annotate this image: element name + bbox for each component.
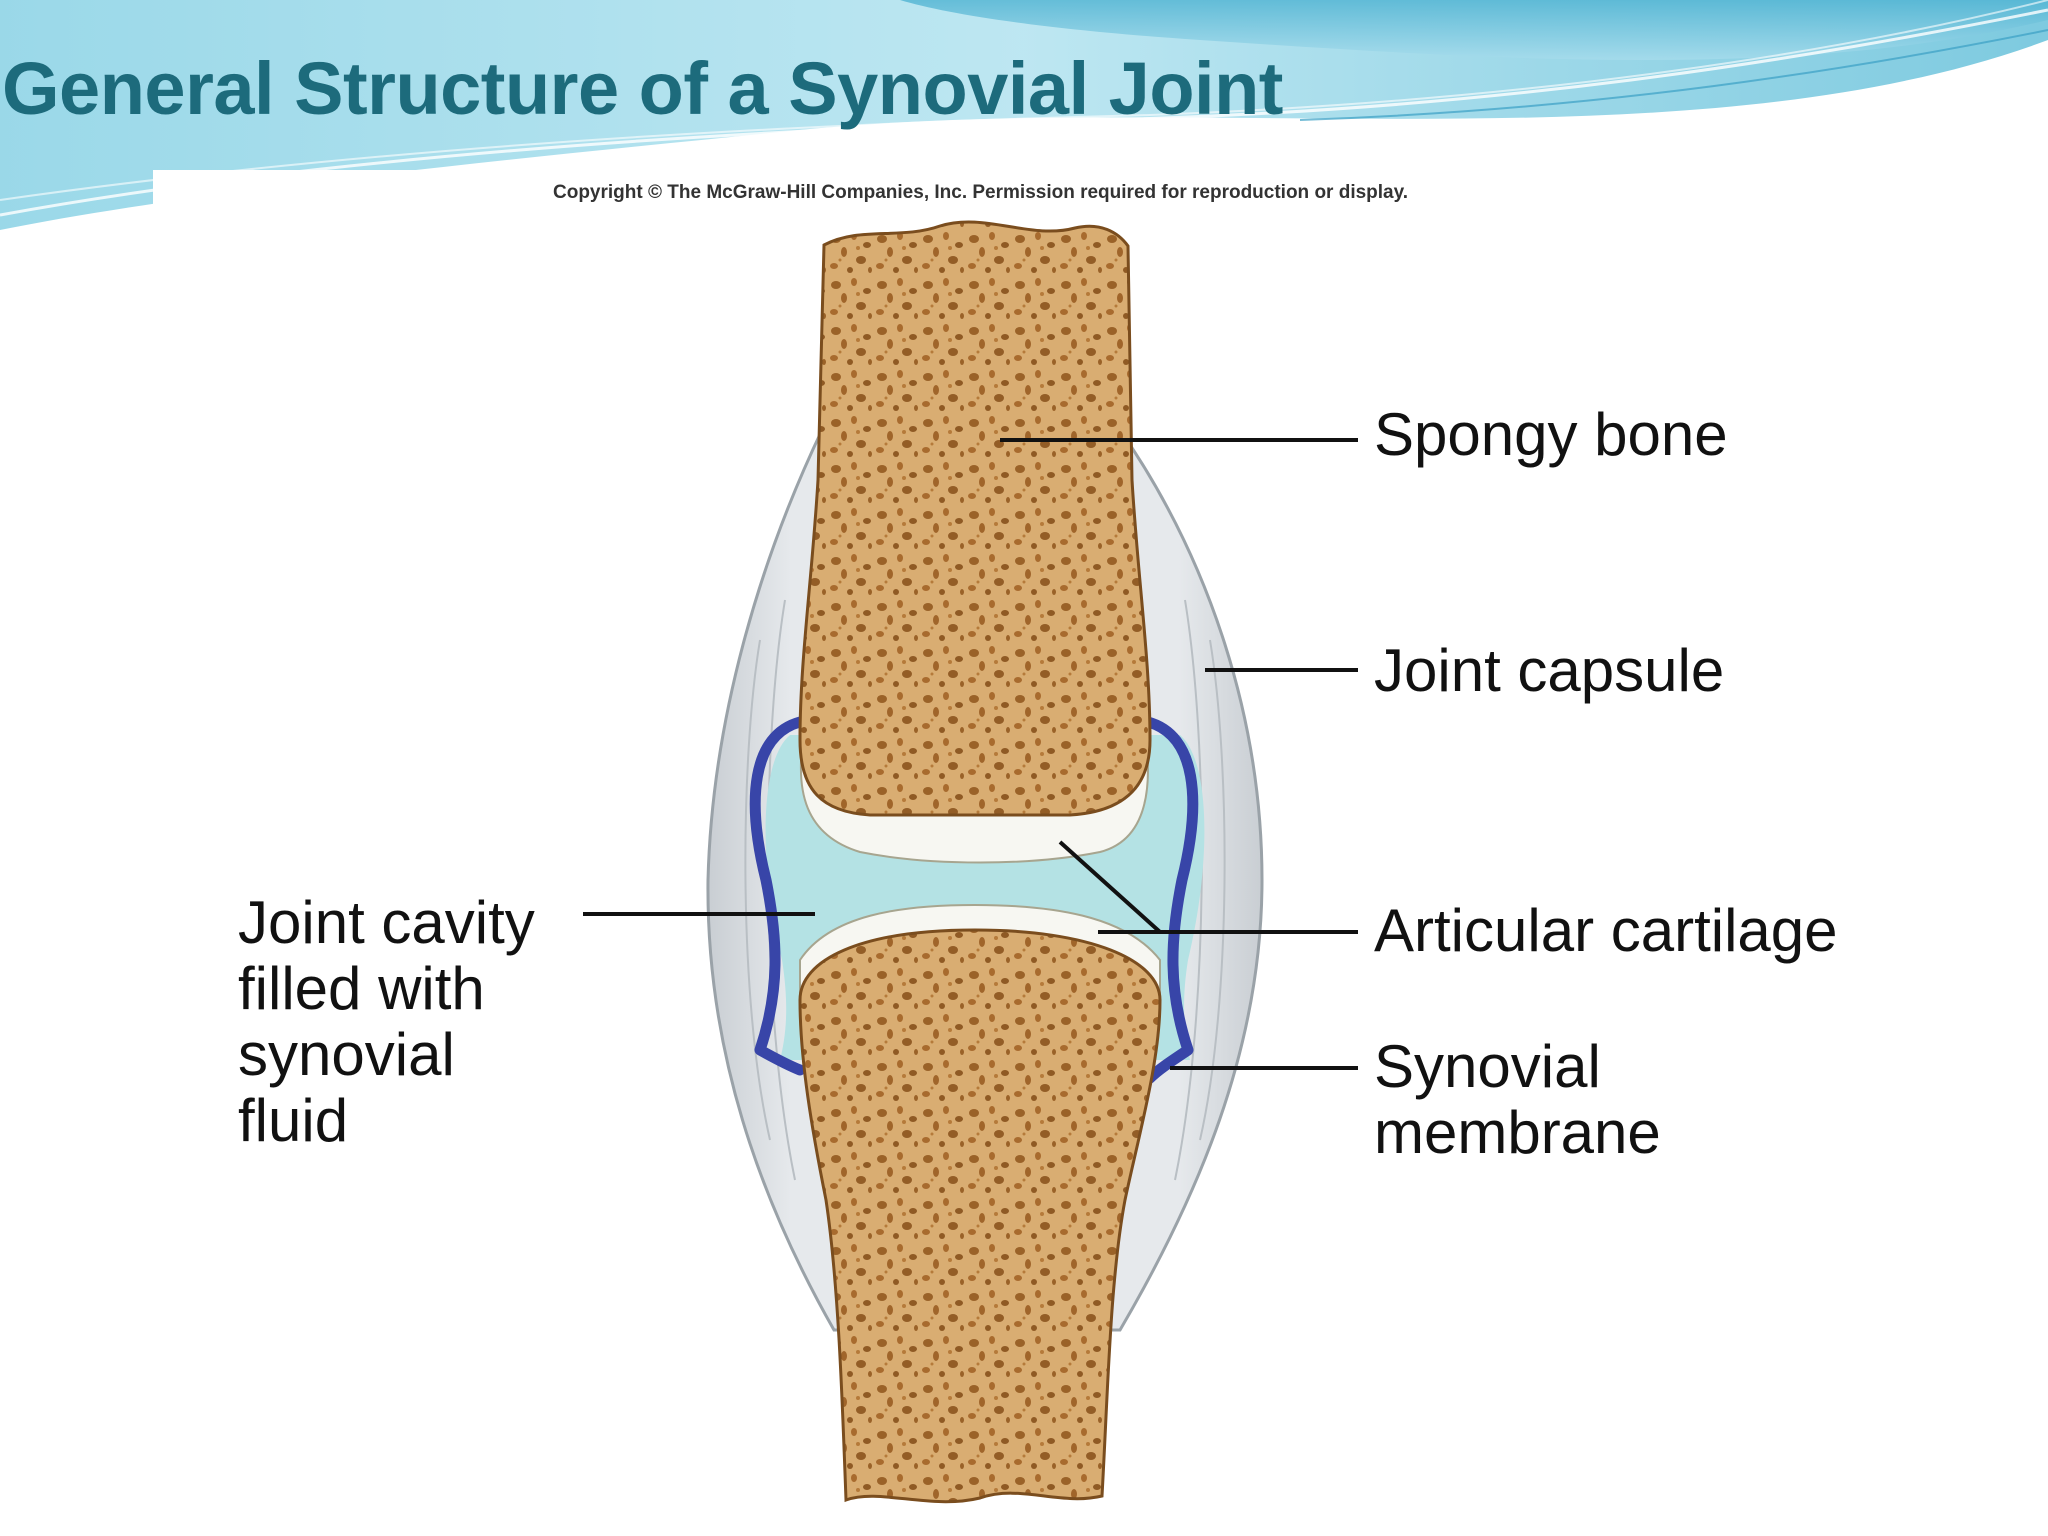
label-joint-cavity: Joint cavity filled with synovial fluid xyxy=(238,890,535,1154)
label-joint-cavity-line-2: filled with xyxy=(238,955,485,1022)
label-articular-cartilage: Articular cartilage xyxy=(1374,897,1838,964)
label-joint-cavity-line-4: fluid xyxy=(238,1087,349,1154)
header-wave-decoration xyxy=(0,0,2048,230)
copyright-note: Copyright © The McGraw-Hill Companies, I… xyxy=(553,182,1409,203)
synovial-membrane-left xyxy=(749,716,806,1076)
label-synovial-membrane-line-2: membrane xyxy=(1374,1099,1661,1166)
label-spongy-bone: Spongy bone xyxy=(1374,401,1728,468)
slide-title: General Structure of a Synovial Joint xyxy=(2,47,1283,130)
label-synovial-membrane-line-1: Synovial xyxy=(1374,1033,1601,1100)
label-joint-cavity-line-1: Joint cavity xyxy=(238,889,535,956)
label-joint-capsule: Joint capsule xyxy=(1374,637,1725,704)
synovial-membrane-right xyxy=(1142,716,1199,1084)
label-synovial-membrane: Synovial membrane xyxy=(1374,1034,1661,1166)
label-joint-cavity-line-3: synovial xyxy=(238,1021,455,1088)
lower-spongy-bone xyxy=(798,928,1162,1504)
upper-spongy-bone xyxy=(798,220,1152,817)
